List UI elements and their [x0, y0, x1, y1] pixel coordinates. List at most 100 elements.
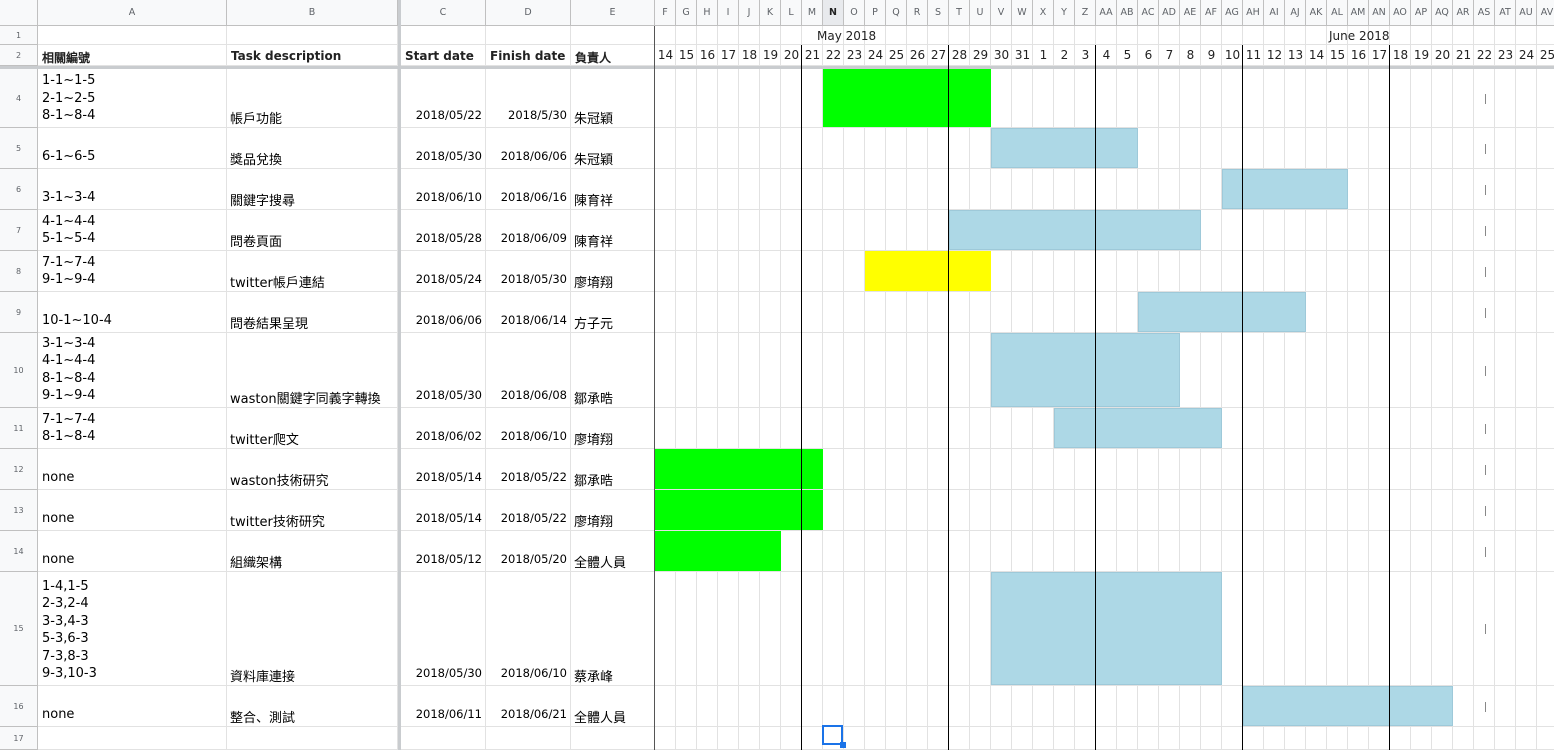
fill-handle[interactable] [840, 742, 846, 748]
owner: 廖堉翔 [574, 515, 614, 530]
gantt-bar [823, 69, 991, 127]
row-header-6[interactable]: 6 [0, 169, 38, 210]
column-header-q[interactable]: Q [886, 0, 907, 26]
column-header-ap[interactable]: AP [1411, 0, 1432, 26]
column-header-r[interactable]: R [907, 0, 928, 26]
column-header-j[interactable]: J [739, 0, 760, 26]
row-header-17[interactable]: 17 [0, 727, 38, 750]
column-header-aj[interactable]: AJ [1285, 0, 1306, 26]
day-label: 18 [1392, 48, 1409, 62]
month-label-may: May 2018 [817, 29, 877, 43]
column-header-o[interactable]: O [844, 0, 865, 26]
row-header-9[interactable]: 9 [0, 292, 38, 333]
grid-line [38, 726, 1554, 727]
column-header-ai[interactable]: AI [1264, 0, 1285, 26]
day-label: 17 [1371, 48, 1388, 62]
column-header-am[interactable]: AM [1348, 0, 1369, 26]
finish-date: 2018/06/08 [500, 388, 567, 402]
column-header-b[interactable]: B [227, 0, 398, 26]
column-header-p[interactable]: P [865, 0, 886, 26]
column-header-ar[interactable]: AR [1453, 0, 1474, 26]
column-header-e[interactable]: E [571, 0, 655, 26]
row-header-13[interactable]: 13 [0, 490, 38, 531]
grid-line [1284, 26, 1285, 750]
related-id: 10-1~10-4 [42, 313, 112, 328]
row-header-4[interactable]: 4 [0, 69, 38, 128]
column-header-ag[interactable]: AG [1222, 0, 1243, 26]
column-header-aq[interactable]: AQ [1432, 0, 1453, 26]
row-header-1[interactable]: 1 [0, 26, 38, 45]
column-header-ao[interactable]: AO [1390, 0, 1411, 26]
column-header-an[interactable]: AN [1369, 0, 1390, 26]
grid-line [38, 65, 1554, 66]
column-header-m[interactable]: M [802, 0, 823, 26]
select-all-corner[interactable] [0, 0, 38, 26]
column-header-ak[interactable]: AK [1306, 0, 1327, 26]
row-header-12[interactable]: 12 [0, 449, 38, 490]
week-separator [1095, 45, 1096, 750]
column-header-c[interactable]: C [401, 0, 486, 26]
row-header-2[interactable]: 2 [0, 45, 38, 66]
column-header-z[interactable]: Z [1075, 0, 1096, 26]
start-date: 2018/05/12 [415, 552, 482, 566]
column-header-as[interactable]: AS [1474, 0, 1495, 26]
column-header-av[interactable]: AV [1537, 0, 1554, 26]
owner: 廖堉翔 [574, 433, 614, 448]
freeze-column-divider[interactable] [398, 0, 401, 750]
column-header-x[interactable]: X [1033, 0, 1054, 26]
day-label: 19 [762, 48, 779, 62]
column-header-s[interactable]: S [928, 0, 949, 26]
row-header-8[interactable]: 8 [0, 251, 38, 292]
row-marker [1485, 505, 1486, 516]
row-header-15[interactable]: 15 [0, 572, 38, 686]
grid-line [1473, 26, 1474, 750]
column-header-at[interactable]: AT [1495, 0, 1516, 26]
column-header-l[interactable]: L [781, 0, 802, 26]
column-header-i[interactable]: I [718, 0, 739, 26]
related-id: 5-3,6-3 [42, 631, 89, 646]
column-header-f[interactable]: F [655, 0, 676, 26]
column-header-h[interactable]: H [697, 0, 718, 26]
row-header-14[interactable]: 14 [0, 531, 38, 572]
column-header-d[interactable]: D [486, 0, 571, 26]
column-header-v[interactable]: V [991, 0, 1012, 26]
column-header-g[interactable]: G [676, 0, 697, 26]
finish-date: 2018/05/20 [500, 552, 567, 566]
column-header-au[interactable]: AU [1516, 0, 1537, 26]
grid-line [1368, 26, 1369, 750]
column-header-a[interactable]: A [38, 0, 227, 26]
owner: 陳育祥 [574, 235, 614, 250]
row-header-11[interactable]: 11 [0, 408, 38, 449]
selected-cell-n17[interactable] [822, 725, 843, 745]
column-header-ae[interactable]: AE [1180, 0, 1201, 26]
start-date: 2018/05/28 [415, 231, 482, 245]
row-header-7[interactable]: 7 [0, 210, 38, 251]
row-header-10[interactable]: 10 [0, 333, 38, 408]
column-header-ab[interactable]: AB [1117, 0, 1138, 26]
gantt-bar [991, 333, 1180, 407]
row-header-16[interactable]: 16 [0, 686, 38, 727]
finish-date: 2018/06/16 [500, 190, 567, 204]
grid-line [885, 26, 886, 750]
row-header-5[interactable]: 5 [0, 128, 38, 169]
column-header-w[interactable]: W [1012, 0, 1033, 26]
column-header-aa[interactable]: AA [1096, 0, 1117, 26]
column-header-ad[interactable]: AD [1159, 0, 1180, 26]
column-header-al[interactable]: AL [1327, 0, 1348, 26]
day-label: 24 [867, 48, 884, 62]
freeze-row-divider[interactable] [0, 66, 1554, 69]
column-header-u[interactable]: U [970, 0, 991, 26]
column-header-ac[interactable]: AC [1138, 0, 1159, 26]
grid-line [717, 26, 718, 750]
column-header-k[interactable]: K [760, 0, 781, 26]
month-divider [1032, 26, 1033, 46]
start-date: 2018/05/30 [415, 388, 482, 402]
column-header-af[interactable]: AF [1201, 0, 1222, 26]
column-header-n[interactable]: N [823, 0, 844, 26]
column-header-t[interactable]: T [949, 0, 970, 26]
grid-line [843, 26, 844, 750]
column-header-ah[interactable]: AH [1243, 0, 1264, 26]
task-description: 問卷頁面 [230, 235, 283, 250]
column-header-y[interactable]: Y [1054, 0, 1075, 26]
